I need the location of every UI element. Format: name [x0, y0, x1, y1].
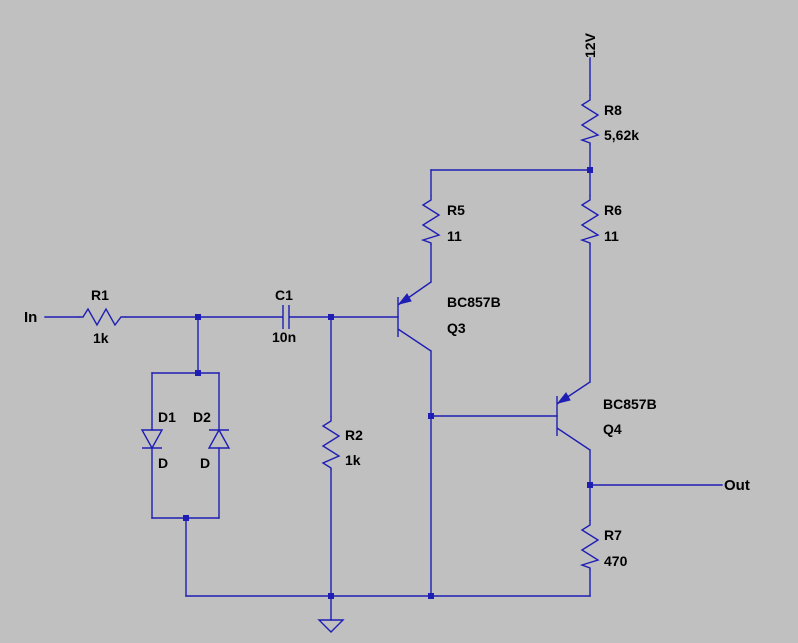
r1-ref: R1	[91, 287, 109, 303]
junction-dot	[587, 482, 593, 488]
junction-dot	[195, 314, 201, 320]
r1-value: 1k	[93, 330, 109, 346]
d2-ref: D2	[193, 409, 211, 425]
input-label: In	[24, 309, 37, 326]
supply-label: 12V	[582, 32, 598, 58]
q4-model: BC857B	[603, 396, 657, 412]
ground-icon	[317, 619, 345, 633]
diode-d1	[140, 429, 164, 450]
r7-value: 470	[604, 553, 628, 569]
r7-ref: R7	[604, 527, 622, 543]
c1-value: 10n	[272, 329, 296, 345]
junction-dot	[183, 515, 189, 521]
q3-ref: Q3	[447, 320, 466, 336]
resistor-r2	[321, 416, 341, 470]
output-label: Out	[724, 477, 750, 494]
junction-dot	[587, 167, 593, 173]
r5-value: 11	[447, 228, 462, 244]
q3-model: BC857B	[447, 294, 501, 310]
junction-dot	[195, 370, 201, 376]
capacitor-c1	[282, 305, 290, 329]
r5-ref: R5	[447, 202, 465, 218]
junctions	[183, 167, 593, 599]
resistor-r8	[579, 95, 600, 145]
r6-ref: R6	[604, 202, 622, 218]
c1-ref: C1	[275, 287, 293, 303]
wires	[44, 57, 723, 621]
resistor-r1	[78, 307, 126, 327]
junction-dot	[428, 413, 434, 419]
resistor-r5	[420, 195, 441, 245]
d1-value: D	[158, 455, 168, 471]
q4-ref: Q4	[603, 421, 622, 437]
d1-ref: D1	[158, 409, 176, 425]
d2-value: D	[200, 455, 210, 471]
junction-dot	[428, 593, 434, 599]
r8-value: 5,62k	[604, 127, 639, 143]
r2-value: 1k	[345, 452, 361, 468]
resistor-r7	[579, 520, 600, 570]
r2-ref: R2	[345, 427, 363, 443]
r8-ref: R8	[604, 102, 622, 118]
transistor-q4	[556, 381, 591, 451]
junction-dot	[328, 593, 334, 599]
resistor-r6	[579, 195, 600, 245]
junction-dot	[328, 314, 334, 320]
r6-value: 11	[604, 228, 619, 244]
transistor-q3	[397, 281, 432, 352]
diode-d2	[207, 428, 231, 449]
